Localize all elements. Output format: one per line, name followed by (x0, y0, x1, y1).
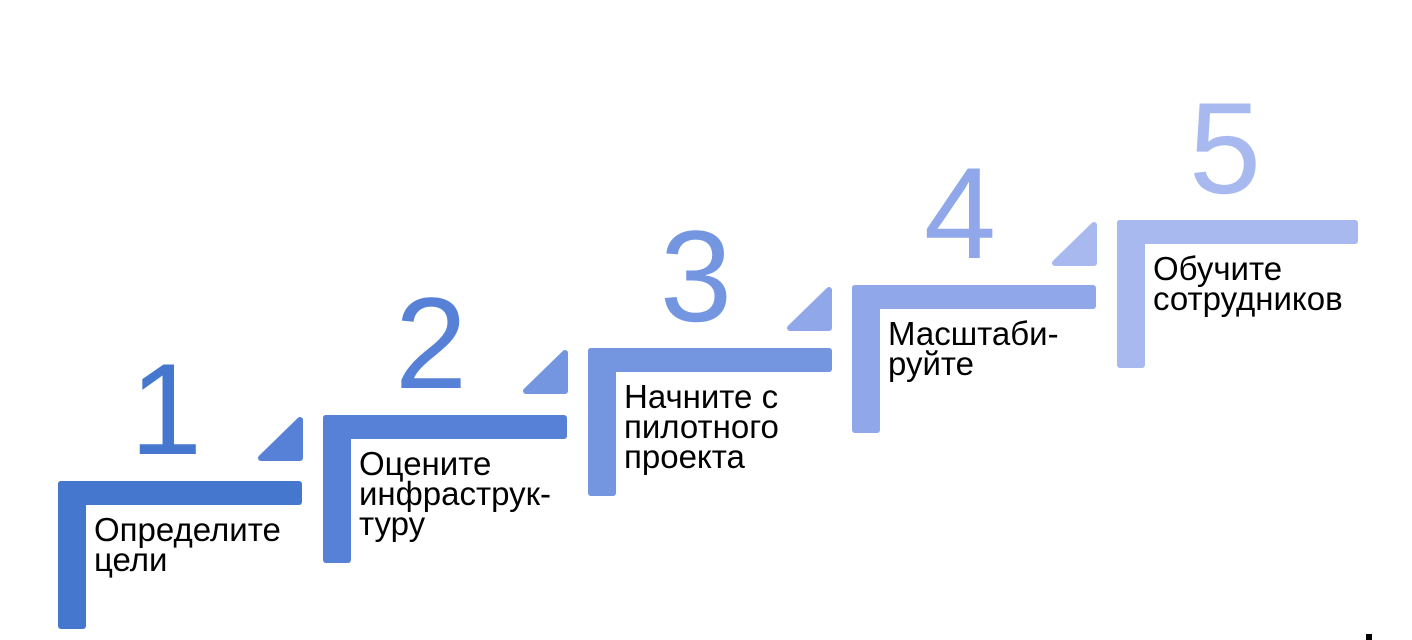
step-1-label-line: цели (94, 541, 168, 578)
step-1-label: Определите цели (94, 511, 281, 578)
step-4: 4 Масштаби- руйте (787, 148, 1096, 433)
step-4-label-line: руйте (888, 345, 975, 382)
step-4-number: 4 (923, 140, 997, 286)
step-5-label-line: сотрудников (1153, 280, 1343, 317)
step-1-number: 1 (129, 336, 203, 482)
step-3-label-line: пилотного (624, 408, 779, 445)
step-2-number: 2 (394, 270, 468, 416)
step-2-label-line: туру (359, 505, 426, 542)
step-5: 5 Обучите сотрудников (1052, 83, 1361, 368)
step-2-label: Оцените инфраструк- туру (359, 445, 552, 542)
step-3-label: Начните с пилотного проекта (624, 378, 779, 475)
step-1: 1 Определите цели (58, 344, 302, 629)
step-5-number: 5 (1188, 75, 1262, 221)
step-4-label-line: Масштаби- (888, 315, 1059, 352)
step-1-horizontal-bar (58, 481, 302, 505)
step-1-vertical-bar (58, 481, 86, 629)
step-3-horizontal-bar (588, 348, 832, 372)
step-5-label-line: Обучите (1153, 250, 1283, 287)
step-5-horizontal-bar (1117, 220, 1358, 244)
step-3-label-line: проекта (624, 438, 745, 475)
up-right-triangle-arrow-icon (1051, 221, 1098, 267)
step-1-label-line: Определите (94, 511, 281, 548)
step-2-horizontal-bar (323, 415, 567, 439)
step-3-number: 3 (659, 203, 733, 349)
up-right-triangle-arrow-icon (786, 286, 833, 332)
step-2-label-line: Оцените (359, 445, 492, 482)
step-4-vertical-bar (852, 285, 880, 433)
step-3: 3 Начните с пилотного проекта (523, 211, 832, 496)
up-right-triangle-arrow-icon (522, 349, 569, 395)
step-4-label: Масштаби- руйте (888, 315, 1059, 382)
text-cursor-mark (1366, 634, 1372, 640)
step-3-vertical-bar (588, 348, 616, 496)
step-2-label-line: инфраструк- (359, 475, 552, 512)
step-2: 2 Оцените инфраструк- туру (258, 278, 567, 563)
step-4-horizontal-bar (852, 285, 1096, 309)
step-3-label-line: Начните с (624, 378, 779, 415)
step-5-vertical-bar (1117, 220, 1145, 368)
step-2-vertical-bar (323, 415, 351, 563)
step-5-label: Обучите сотрудников (1153, 250, 1343, 317)
up-right-triangle-arrow-icon (257, 416, 304, 462)
